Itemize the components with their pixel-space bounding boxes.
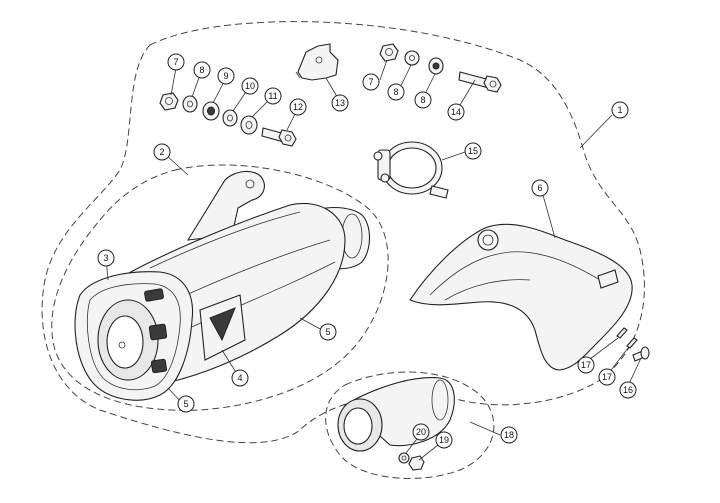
flange-nut-part <box>379 43 399 62</box>
callout-14: 14 <box>447 103 465 121</box>
washer-part <box>240 115 258 135</box>
svg-text:12: 12 <box>293 102 303 112</box>
callout-8-mid: 8 <box>387 83 405 101</box>
spacer-part <box>222 109 238 127</box>
callout-7-left: 7 <box>167 53 185 71</box>
svg-text:17: 17 <box>602 372 612 382</box>
rivet-part <box>616 327 628 339</box>
assembly-boundary-outline <box>41 21 645 444</box>
bolt-part <box>261 127 297 147</box>
svg-text:11: 11 <box>268 91 277 101</box>
svg-text:15: 15 <box>468 146 478 156</box>
screw-part <box>632 346 650 362</box>
callout-8-right: 8 <box>414 91 432 109</box>
exhaust-clamp-part <box>373 141 449 199</box>
callout-5-bottom: 5 <box>177 395 195 413</box>
callout-15: 15 <box>464 142 482 160</box>
callout-11: 11 <box>264 87 282 105</box>
svg-text:9: 9 <box>223 71 228 81</box>
callout-1: 1 <box>611 101 629 119</box>
svg-text:1: 1 <box>617 105 622 115</box>
callout-2: 2 <box>153 143 171 161</box>
svg-text:18: 18 <box>504 430 514 440</box>
svg-text:19: 19 <box>439 435 449 445</box>
callout-18: 18 <box>500 426 518 444</box>
svg-text:14: 14 <box>451 107 461 117</box>
svg-text:5: 5 <box>325 327 330 337</box>
washer-part <box>404 50 420 66</box>
hardware-left-group <box>159 92 297 147</box>
svg-text:6: 6 <box>537 183 542 193</box>
mounting-bracket-part <box>295 43 339 81</box>
svg-text:10: 10 <box>245 81 255 91</box>
callout-10: 10 <box>241 77 259 95</box>
washer-part <box>182 95 198 113</box>
svg-text:3: 3 <box>103 253 108 263</box>
svg-text:8: 8 <box>199 65 204 75</box>
link-pipe-boundary-outline <box>325 371 495 479</box>
rivet-hardware-group <box>616 327 650 362</box>
callout-17-a: 17 <box>577 356 595 374</box>
callout-3: 3 <box>97 249 115 267</box>
silencer-body-part <box>74 170 371 401</box>
callout-19: 19 <box>435 431 453 449</box>
callout-6: 6 <box>531 179 549 197</box>
callout-12: 12 <box>289 98 307 116</box>
callout-9: 9 <box>217 67 235 85</box>
svg-text:17: 17 <box>581 360 591 370</box>
rivet-part <box>626 337 638 349</box>
heat-shield-part <box>409 223 633 371</box>
callout-17-b: 17 <box>598 368 616 386</box>
callout-7-right: 7 <box>362 73 380 91</box>
callout-20: 20 <box>412 423 430 441</box>
flange-nut-part <box>159 92 179 111</box>
callout-13: 13 <box>331 94 349 112</box>
hardware-right-group <box>379 43 502 93</box>
svg-text:8: 8 <box>420 95 425 105</box>
svg-text:4: 4 <box>237 373 242 383</box>
svg-text:2: 2 <box>159 147 164 157</box>
svg-text:13: 13 <box>335 98 345 108</box>
svg-text:7: 7 <box>368 77 373 87</box>
callout-5-side: 5 <box>319 323 337 341</box>
pipe-hardware-group <box>398 452 425 471</box>
svg-text:5: 5 <box>183 399 188 409</box>
svg-text:8: 8 <box>393 87 398 97</box>
callout-4: 4 <box>231 369 249 387</box>
svg-text:16: 16 <box>623 385 633 395</box>
callout-16: 16 <box>619 381 637 399</box>
svg-text:7: 7 <box>173 57 178 67</box>
bolt-part <box>458 71 502 93</box>
svg-text:20: 20 <box>416 427 426 437</box>
callout-8-left: 8 <box>193 61 211 79</box>
washer-part <box>398 452 410 464</box>
